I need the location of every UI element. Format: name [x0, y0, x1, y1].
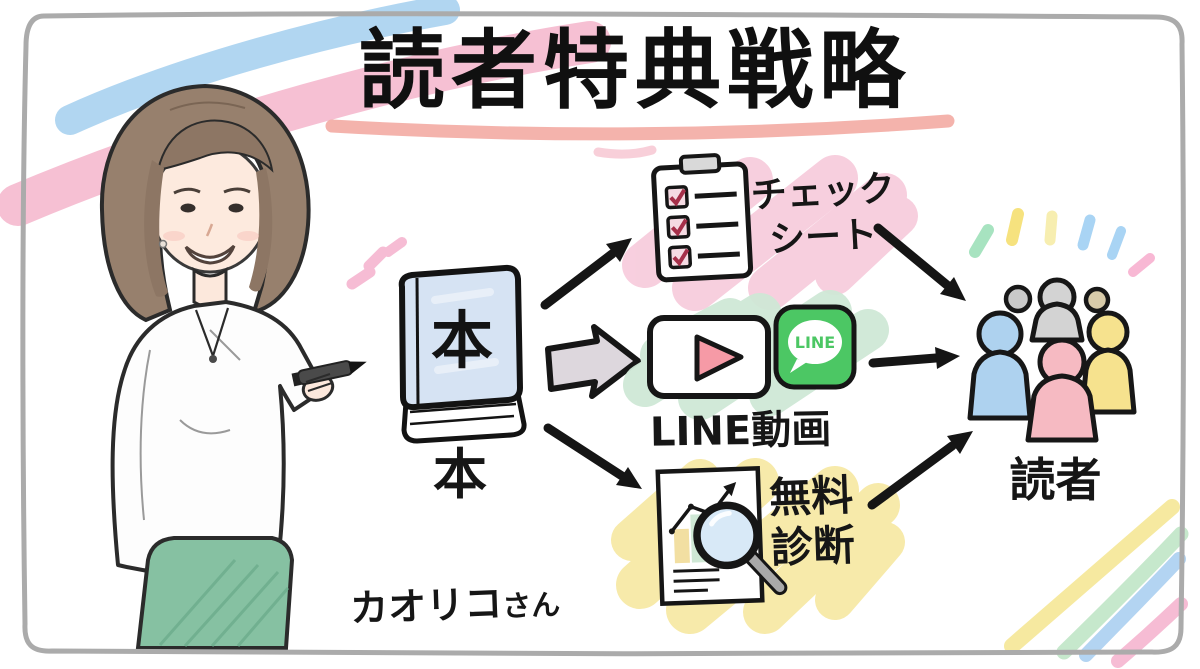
blouse — [110, 300, 326, 577]
presenter-name-suffix: さん — [501, 587, 561, 624]
checklist-clipboard-icon — [651, 153, 754, 283]
checksheet-label-line2: シート — [768, 214, 879, 261]
earring — [158, 239, 168, 249]
book-icon: 本 — [398, 264, 527, 444]
book-caption: 本 — [433, 443, 487, 506]
book-spine — [415, 277, 420, 406]
person-blue — [967, 310, 1033, 421]
video-label: LINE動画 — [649, 406, 832, 456]
blouse-folds — [139, 329, 241, 521]
person-back-left — [1003, 284, 1033, 314]
corner-decoration-top-left — [0, 0, 611, 226]
chart-magnifier-icon — [655, 465, 788, 607]
blush-right — [237, 231, 259, 241]
book-cover-label: 本 — [431, 304, 493, 377]
fingers — [305, 373, 333, 392]
line-app-icon: LINE — [773, 304, 857, 390]
smile — [184, 244, 236, 265]
presenter-illustration — [99, 83, 367, 650]
checksheet-label-line1: チェック — [749, 168, 896, 217]
eyebrow-right — [223, 187, 251, 194]
people-group-icon — [967, 277, 1137, 443]
person-yellow — [1079, 310, 1137, 415]
hair-strand-left — [144, 160, 168, 297]
book-cover — [398, 264, 523, 411]
check-row-1 — [664, 185, 737, 210]
hair-highlight — [169, 101, 246, 111]
page-title: 読者特典戦略 — [359, 21, 911, 121]
arrow-checksheet-to-readers — [873, 223, 966, 301]
chart-arrowhead — [723, 482, 737, 497]
presenter-name: カオリコさん — [349, 570, 561, 632]
book-cover-sheen — [431, 288, 499, 374]
person-pink — [1025, 337, 1099, 443]
marker-pen-icon — [291, 360, 367, 387]
eyebrow-left — [173, 187, 201, 195]
presenter-name-main: カオリコ — [349, 581, 503, 631]
sparkle-readers — [969, 208, 1155, 277]
line-badge-text: LINE — [795, 333, 835, 352]
skirt — [135, 536, 295, 650]
skirt-texture — [158, 559, 290, 648]
video-player-icon — [647, 315, 771, 399]
diagnosis-label-line2: 診断 — [770, 520, 856, 573]
chart-bar-yellow — [673, 528, 690, 564]
audience-label: 読者 — [1009, 453, 1102, 507]
arrow-diagnosis-to-readers — [867, 431, 973, 510]
diagnosis-label: 無料 診断 — [768, 471, 855, 575]
arrow-video-to-readers — [868, 347, 960, 369]
hair-strand-right — [249, 168, 273, 292]
diagnosis-label-line1: 無料 — [768, 470, 854, 523]
title-underline — [325, 114, 955, 159]
check-row-3 — [667, 244, 740, 270]
chart-line — [670, 486, 733, 533]
check-row-2 — [666, 215, 739, 240]
doc-text-lines — [673, 568, 720, 593]
arrow-book-to-diagnosis — [543, 423, 642, 489]
person-back-right — [1083, 286, 1111, 314]
eye-right — [228, 203, 244, 213]
corner-decoration-bottom-right — [1004, 499, 1189, 668]
play-icon — [694, 334, 744, 382]
eye-left — [180, 203, 196, 213]
frame-border — [20, 11, 1186, 657]
blush-left — [163, 231, 185, 241]
magnifier-handle — [745, 551, 785, 593]
block-arrow-book-to-video — [545, 324, 641, 399]
necklace-pendant — [209, 355, 217, 363]
book-page-lines — [409, 402, 517, 426]
person-back-center — [1029, 277, 1085, 343]
nose — [205, 223, 214, 237]
sparkle-book — [346, 237, 407, 290]
checksheet-label: チェック シート — [750, 166, 899, 263]
arrow-book-to-checksheet — [540, 238, 632, 310]
hair-bangs — [156, 119, 274, 173]
